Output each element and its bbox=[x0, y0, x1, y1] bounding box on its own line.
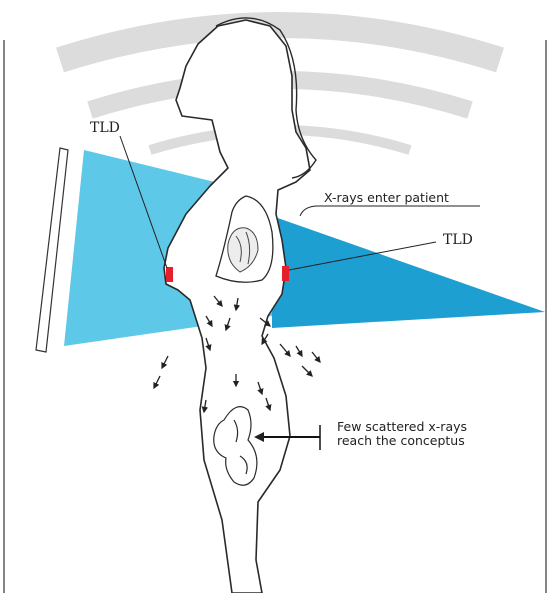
arrow-icon bbox=[280, 344, 290, 356]
tld-marker-right bbox=[282, 266, 289, 281]
arrow-icon bbox=[312, 352, 320, 362]
xrays-enter-label: X-rays enter patient bbox=[324, 191, 449, 205]
arrow-icon bbox=[154, 376, 160, 388]
xrays-enter-leader bbox=[300, 206, 480, 216]
tld-right-label: TLD bbox=[443, 232, 473, 248]
arrow-icon bbox=[162, 356, 168, 368]
scatter-label-line2: reach the conceptus bbox=[337, 434, 465, 448]
scatter-label-line1: Few scattered x-rays bbox=[337, 420, 467, 434]
arrow-icon bbox=[296, 346, 302, 356]
image-receptor bbox=[36, 148, 68, 352]
tld-left-label: TLD bbox=[90, 120, 120, 136]
beam-incident bbox=[272, 216, 545, 328]
arrow-icon bbox=[302, 366, 312, 376]
tld-marker-left bbox=[166, 267, 173, 282]
